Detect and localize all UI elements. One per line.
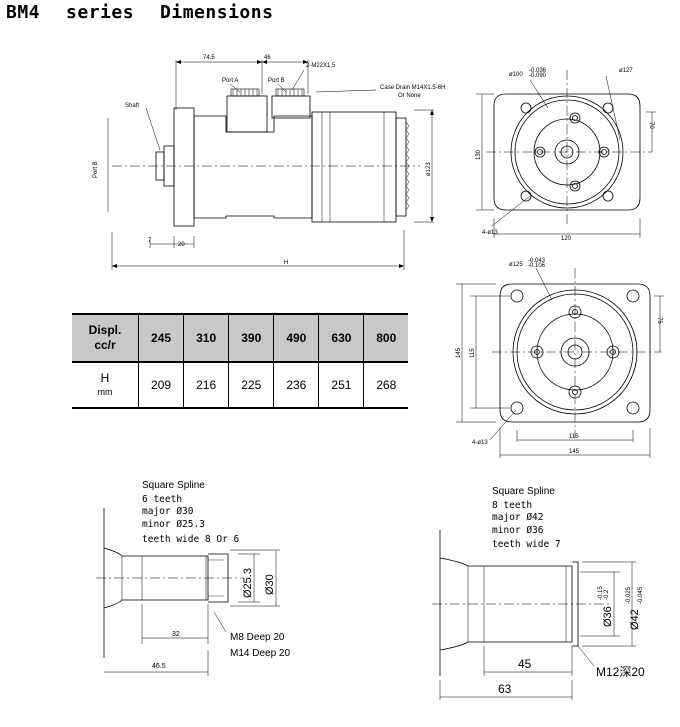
holes-4-13-top: 4-ø13 [482, 230, 498, 236]
dim-145-vertical: 145 [456, 347, 462, 358]
spline-left-drawing [96, 508, 280, 676]
note-m14-deep: M14 Deep 20 [230, 648, 290, 659]
dim-left-30: Ø30 [264, 574, 276, 595]
or-none-label: Or None [398, 93, 421, 99]
dim-dia-100-tol: -0.036 [529, 68, 547, 74]
spline-right-major: major Ø42 [492, 512, 543, 523]
tol-right-36b: -0.2 [604, 589, 610, 600]
title-word-dimensions: Dimensions [160, 2, 274, 23]
dim-right-36: Ø36 [602, 606, 614, 627]
dim-120: 120 [561, 236, 572, 242]
dim-7: 7 [148, 238, 152, 244]
dim-dia-125-tol2: -0.106 [528, 263, 546, 269]
dim-70: 70 [648, 122, 654, 129]
table-header-cell: 800 [363, 313, 408, 363]
dim-145-horizontal: 145 [569, 449, 580, 455]
row-label-unit: mm [97, 387, 113, 397]
motor-front-view-top [476, 70, 656, 238]
row-label-h: H [100, 371, 110, 385]
dim-74-5: 74.5 [203, 55, 215, 61]
spline-right-title: Square Spline [492, 486, 555, 497]
motor-side-view [107, 60, 434, 270]
dim-dia-125-tol: -0.043 [528, 258, 546, 264]
dim-left-32: 32 [172, 631, 180, 638]
port-thread-label: 2-M22X1.5 [306, 63, 336, 69]
dim-46: 46 [264, 55, 271, 61]
spline-right-teeth-wide: teeth wide 7 [492, 539, 561, 550]
shaft-label: Shaft [125, 103, 139, 109]
spline-left-teeth: 6 teeth [142, 494, 182, 505]
dim-left-46-5: 46.5 [152, 663, 166, 670]
note-m8-deep: M8 Deep 20 [230, 632, 285, 643]
dim-20: 20 [178, 242, 185, 248]
spline-left-title: Square Spline [142, 480, 205, 491]
spline-left-major: major Ø30 [142, 506, 194, 517]
dim-dia-125: ø125 [509, 262, 523, 268]
dim-dia-127: ø127 [619, 68, 633, 74]
table-header-cell: 390 [228, 313, 274, 363]
dim-115-vertical: 115 [470, 348, 476, 358]
table-header-cell: 245 [137, 313, 184, 363]
title-word-series: series [66, 2, 135, 23]
table-cell: 225 [228, 362, 274, 409]
dim-right-63: 63 [498, 682, 512, 696]
port-side-label: Port B [93, 161, 99, 178]
dim-115-horizontal: 115 [569, 434, 579, 440]
table-cell: 216 [183, 362, 229, 409]
spline-left-minor: minor Ø25.3 [142, 519, 205, 530]
table-cell: 209 [137, 362, 184, 409]
table-cell: 236 [273, 362, 319, 409]
note-m12-deep: M12深20 [596, 665, 645, 679]
dim-left-25-3: Ø25.3 [242, 568, 254, 598]
motor-front-view-bottom [456, 267, 664, 458]
header-label-unit: cc/r [94, 338, 116, 352]
tol-right-42b: -0.045 [638, 586, 644, 604]
port-a-label: Port A [222, 78, 238, 84]
table-header-cell: 490 [273, 313, 319, 363]
tol-right-36a: -0.15 [598, 586, 604, 600]
table-cell: 251 [318, 362, 364, 409]
holes-4-13-bottom: 4-ø13 [472, 440, 488, 446]
dim-dia-100-tol2: -0.090 [529, 73, 547, 79]
table-header-label: Displ.cc/r [72, 313, 139, 363]
dim-dia-100: ø100 [509, 72, 523, 78]
dim-right-45: 45 [518, 657, 532, 671]
dim-75: 75 [656, 317, 662, 324]
table-header-cell: 630 [318, 313, 364, 363]
title-series: BM4 [6, 2, 41, 23]
dim-h: H [284, 260, 288, 266]
spline-right-drawing [432, 530, 636, 700]
dim-right-42: Ø42 [629, 609, 641, 630]
header-label-displ: Displ. [88, 323, 122, 337]
spline-right-minor: minor Ø36 [492, 525, 544, 536]
port-b-label: Port B [268, 78, 285, 84]
table-header-cell: 310 [183, 313, 229, 363]
spline-right-teeth: 8 teeth [492, 500, 532, 511]
dim-130: 130 [476, 149, 482, 160]
tol-right-42a: -0.025 [626, 586, 632, 604]
dim-123: ø123 [426, 162, 432, 176]
spline-left-teeth-wide: teeth wide 8 Or 6 [142, 534, 240, 545]
case-drain-label: Case Drain M14X1.5-6H [380, 85, 445, 91]
page-title: BM4 series Dimensions [6, 2, 299, 23]
table-cell: 268 [363, 362, 408, 409]
table-header-row: Displ.cc/r 245 310 390 490 630 800 [72, 313, 408, 363]
